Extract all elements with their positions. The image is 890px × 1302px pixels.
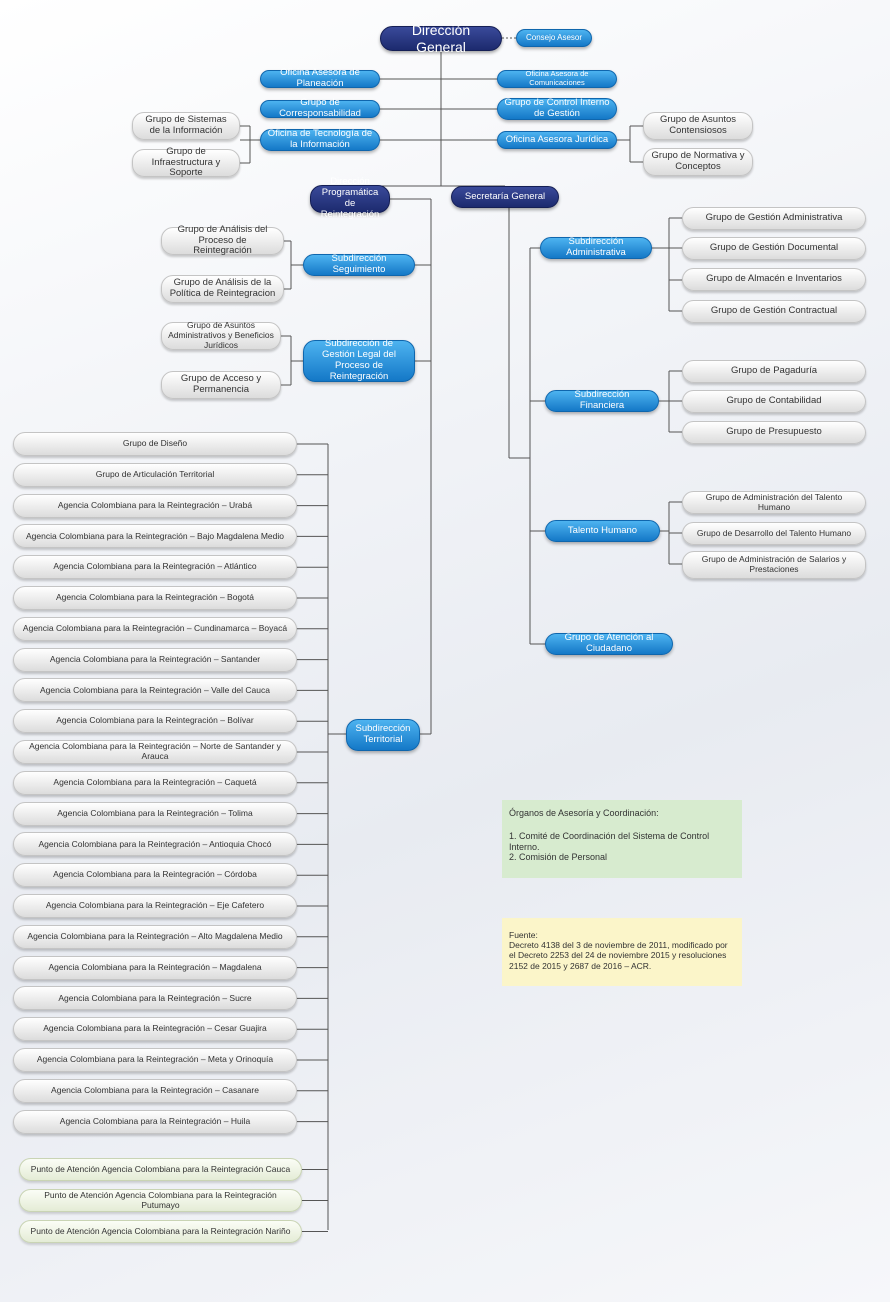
territorial-group-item[interactable]: Agencia Colombiana para la Reintegración…: [13, 1109, 297, 1134]
grupo-gestion-documental-node[interactable]: Grupo de Gestión Documental: [682, 237, 866, 260]
grupo-analisis-politica-node[interactable]: Grupo de Análisis de la Política de Rein…: [161, 275, 284, 303]
oficina-comunicaciones-node[interactable]: Oficina Asesora de Comunicaciones: [497, 70, 617, 88]
grupo-control-interno-node[interactable]: Grupo de Control Interno de Gestión: [497, 97, 617, 120]
territorial-group-item[interactable]: Agencia Colombiana para la Reintegración…: [13, 555, 297, 580]
oficina-tecnologia-node[interactable]: Oficina de Tecnología de la Información: [260, 128, 380, 151]
territorial-group-item[interactable]: Agencia Colombiana para la Reintegración…: [13, 709, 297, 734]
consejo-asesor-node[interactable]: Consejo Asesor: [516, 29, 592, 47]
organos-asesoria-box: Órganos de Asesoría y Coordinación: 1. C…: [502, 800, 742, 878]
grupo-contabilidad-node[interactable]: Grupo de Contabilidad: [682, 390, 866, 413]
territorial-group-item[interactable]: Agencia Colombiana para la Reintegración…: [13, 1048, 297, 1072]
territorial-group-item[interactable]: Agencia Colombiana para la Reintegración…: [13, 986, 297, 1011]
territorial-group-item[interactable]: Agencia Colombiana para la Reintegración…: [13, 1017, 297, 1042]
territorial-group-item[interactable]: Agencia Colombiana para la Reintegración…: [13, 678, 297, 703]
grupo-normativa-node[interactable]: Grupo de Normativa y Conceptos: [643, 148, 753, 176]
territorial-group-item[interactable]: Agencia Colombiana para la Reintegración…: [13, 955, 297, 980]
territorial-group-item[interactable]: Grupo de Diseño: [13, 432, 297, 456]
punto-atencion-item[interactable]: Punto de Atención Agencia Colombiana par…: [19, 1220, 302, 1243]
grupo-gestion-administrativa-node[interactable]: Grupo de Gestión Administrativa: [682, 207, 866, 230]
territorial-group-item[interactable]: Agencia Colombiana para la Reintegración…: [13, 832, 297, 857]
grupo-acceso-permanencia-node[interactable]: Grupo de Acceso y Permanencia: [161, 371, 281, 399]
territorial-group-item[interactable]: Agencia Colombiana para la Reintegración…: [13, 863, 297, 888]
grupo-sistemas-informacion-node[interactable]: Grupo de Sistemas de la Información: [132, 112, 240, 140]
grupo-analisis-proceso-node[interactable]: Grupo de Análisis del Proceso de Reinteg…: [161, 224, 284, 256]
subdireccion-financiera-node[interactable]: Subdirección Financiera: [545, 389, 659, 412]
territorial-group-item[interactable]: Agencia Colombiana para la Reintegración…: [13, 647, 297, 672]
secretaria-general-node[interactable]: Secretaría General: [451, 186, 559, 208]
fuente-text: Decreto 4138 del 3 de noviembre de 2011,…: [509, 940, 728, 971]
direccion-programatica-node[interactable]: Dirección Programática de Reintegración: [310, 176, 390, 220]
territorial-group-item[interactable]: Agencia Colombiana para la Reintegración…: [13, 801, 297, 826]
grupo-pagaduria-node[interactable]: Grupo de Pagaduría: [682, 360, 866, 383]
subdireccion-administrativa-node[interactable]: Subdirección Administrativa: [540, 236, 652, 259]
grupo-corresponsabilidad-node[interactable]: Grupo de Corresponsabilidad: [260, 97, 380, 119]
territorial-group-item[interactable]: Agencia Colombiana para la Reintegración…: [13, 616, 297, 641]
grupo-asuntos-contensiosos-node[interactable]: Grupo de Asuntos Contensiosos: [643, 112, 753, 140]
grupo-almacen-inventarios-node[interactable]: Grupo de Almacén e Inventarios: [682, 268, 866, 291]
punto-atencion-item[interactable]: Punto de Atención Agencia Colombiana par…: [19, 1189, 302, 1212]
territorial-group-item[interactable]: Agencia Colombiana para la Reintegración…: [13, 493, 297, 518]
territorial-group-item[interactable]: Agencia Colombiana para la Reintegración…: [13, 894, 297, 918]
territorial-group-item[interactable]: Agencia Colombiana para la Reintegración…: [13, 740, 297, 764]
territorial-group-item[interactable]: Agencia Colombiana para la Reintegración…: [13, 586, 297, 610]
grupo-presupuesto-node[interactable]: Grupo de Presupuesto: [682, 421, 866, 444]
territorial-group-item[interactable]: Agencia Colombiana para la Reintegración…: [13, 924, 297, 949]
oficina-planeacion-node[interactable]: Oficina Asesora de Planeación: [260, 67, 380, 89]
grupo-administracion-talento-node[interactable]: Grupo de Administración del Talento Huma…: [682, 491, 866, 514]
territorial-group-item[interactable]: Agencia Colombiana para la Reintegración…: [13, 1078, 297, 1103]
organos-item: 2. Comisión de Personal: [509, 852, 608, 863]
punto-atencion-item[interactable]: Punto de Atención Agencia Colombiana par…: [19, 1158, 302, 1181]
grupo-atencion-ciudadano-node[interactable]: Grupo de Atención al Ciudadano: [545, 632, 673, 655]
subdireccion-gestion-legal-node[interactable]: Subdirección de Gestión Legal del Proces…: [303, 338, 415, 382]
talento-humano-node[interactable]: Talento Humano: [545, 520, 660, 542]
grupo-gestion-contractual-node[interactable]: Grupo de Gestión Contractual: [682, 300, 866, 323]
subdireccion-seguimiento-node[interactable]: Subdirección Seguimiento: [303, 253, 415, 276]
direccion-general-node[interactable]: Dirección General: [380, 22, 502, 55]
territorial-group-item[interactable]: Agencia Colombiana para la Reintegración…: [13, 524, 297, 549]
territorial-group-item[interactable]: Grupo de Articulación Territorial: [13, 462, 297, 487]
fuente-box: Fuente: Decreto 4138 del 3 de noviembre …: [502, 918, 742, 986]
organos-title: Órganos de Asesoría y Coordinación:: [509, 808, 659, 818]
grupo-salarios-prestaciones-node[interactable]: Grupo de Administración de Salarios y Pr…: [682, 551, 866, 579]
organos-item: 1. Comité de Coordinación del Sistema de…: [509, 830, 710, 852]
subdireccion-territorial-node[interactable]: Subdirección Territorial: [346, 719, 420, 751]
grupo-infraestructura-node[interactable]: Grupo de Infraestructura y Soporte: [132, 146, 240, 178]
fuente-title: Fuente:: [509, 930, 538, 940]
grupo-asuntos-administrativos-node[interactable]: Grupo de Asuntos Administrativos y Benef…: [161, 320, 281, 350]
grupo-desarrollo-talento-node[interactable]: Grupo de Desarrollo del Talento Humano: [682, 522, 866, 545]
oficina-juridica-node[interactable]: Oficina Asesora Jurídica: [497, 131, 617, 149]
territorial-group-item[interactable]: Agencia Colombiana para la Reintegración…: [13, 770, 297, 795]
